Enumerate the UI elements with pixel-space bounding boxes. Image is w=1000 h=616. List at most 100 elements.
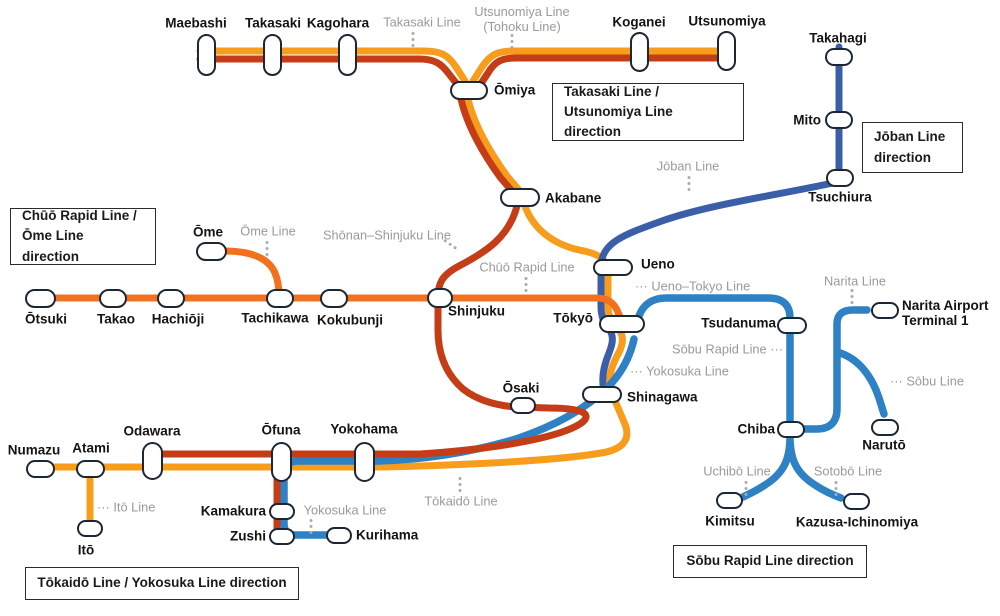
leader-dots-icon (687, 176, 691, 192)
station-label: Shinagawa (627, 389, 698, 405)
leader-dots-icon (744, 481, 748, 497)
leader-dot (850, 295, 854, 299)
station-label: Narita Airport Terminal 1 (902, 297, 989, 328)
station-pill (196, 34, 216, 76)
leader-dot (448, 242, 453, 247)
station-pill (157, 288, 185, 308)
leader-dots-icon (309, 519, 313, 535)
leader-dot (524, 277, 528, 280)
station-pill (716, 31, 736, 71)
line-label: Ōme Line (240, 223, 296, 239)
station-label: Odawara (123, 423, 181, 439)
station-pill (871, 418, 899, 436)
leader-dot (850, 289, 854, 292)
route-ueno-tokyo-tokaido-line (28, 95, 631, 471)
station-label: Ōtsuki (24, 311, 68, 327)
station-label: Akabane (545, 190, 602, 206)
station-label: Ueno (641, 256, 675, 272)
station-label: Takao (96, 311, 136, 327)
leader-dot (834, 481, 838, 484)
line-label: Yokosuka Line (303, 502, 387, 518)
leader-dot (524, 283, 528, 287)
direction-box: Chūō Rapid Line / Ōme Line direction (10, 208, 156, 265)
station-pill (593, 258, 633, 276)
station-pill (141, 442, 163, 480)
station-pill (99, 288, 127, 308)
line-label: Narita Line (824, 273, 886, 289)
station-pill (262, 34, 282, 76)
line-label: Sotobō Line (813, 463, 883, 479)
station-label: Maebashi (165, 15, 227, 31)
leader-dot (687, 182, 691, 186)
route-chuo-rapid-line (28, 294, 624, 321)
station-label: Ōme (192, 224, 224, 240)
line-label: ··· Yokosuka Line (630, 363, 729, 379)
leader-dot (411, 38, 415, 42)
direction-box-line: Chūō Rapid Line / (22, 208, 137, 224)
station-pill (510, 396, 536, 414)
station-pill (77, 519, 103, 537)
line-label: Takasaki Line (383, 14, 461, 30)
leader-dot (309, 525, 313, 529)
route-takasaki-utsunomiya-line-red (196, 54, 732, 92)
station-label: Numazu (7, 442, 61, 458)
station-pill (500, 187, 540, 207)
leader-dots-icon (265, 241, 269, 257)
leader-dot (458, 489, 462, 493)
leader-dot (510, 46, 514, 50)
direction-box-line: Tōkaidō Line / Yokosuka Line direction (37, 575, 287, 591)
station-label: Tōkyō (553, 310, 593, 326)
leader-dot (834, 487, 838, 491)
direction-box-line: direction (874, 149, 932, 165)
station-label: Kagohara (306, 15, 370, 31)
station-pill (842, 492, 870, 510)
station-pill (826, 169, 854, 187)
leader-dot (458, 483, 462, 487)
leader-dot (411, 32, 415, 35)
leader-dots-icon (524, 277, 528, 293)
station-label: Kazusa-Ichinomiya (795, 514, 919, 530)
route-takasaki-utsunomiya-line-orange (196, 47, 732, 85)
station-pill (337, 34, 357, 76)
station-label: Kurihama (356, 527, 419, 543)
line-label: Tōkaidō Line (424, 493, 498, 509)
station-pill (777, 420, 805, 438)
line-label: ··· Ueno–Tokyo Line (635, 278, 751, 294)
line-label: Jōban Line (656, 158, 720, 174)
station-label: Koganei (612, 14, 666, 30)
station-pill (715, 491, 743, 509)
line-label: Uchibō Line (703, 463, 771, 479)
direction-box: Sōbu Rapid Line direction (673, 545, 867, 578)
leader-dot (265, 253, 269, 257)
leader-dots-icon (834, 481, 838, 497)
station-label: Tsuchiura (808, 189, 872, 205)
leader-dot (834, 493, 838, 497)
direction-box-line: Sōbu Rapid Line direction (686, 553, 854, 569)
direction-box-line: Takasaki Line / (564, 83, 660, 99)
line-label: ··· Itō Line (97, 499, 156, 515)
station-label: Shinjuku (448, 303, 505, 319)
station-pill (320, 288, 348, 308)
line-label: ··· Sōbu Line (890, 373, 964, 389)
station-pill (629, 32, 649, 72)
leader-dots-icon (458, 477, 462, 493)
station-pill (599, 315, 645, 333)
leader-dot (850, 301, 854, 305)
direction-box: Takasaki Line /Utsunomiya Line direction (552, 83, 744, 141)
station-pill (582, 385, 622, 403)
leader-dot (265, 247, 269, 251)
station-pill (75, 460, 105, 478)
station-pill (353, 442, 375, 482)
leader-dot (458, 477, 462, 480)
station-label: Narutō (862, 437, 906, 453)
station-label: Kimitsu (705, 513, 755, 529)
station-label: Tsudanuma (701, 315, 776, 331)
leader-dot (744, 487, 748, 491)
leader-dot (265, 241, 269, 244)
leader-dot (524, 289, 528, 293)
direction-box-line: Jōban Line (874, 129, 946, 145)
station-pill (825, 111, 853, 129)
direction-box-line: Ōme Line direction (22, 228, 84, 264)
leader-dot (443, 238, 448, 243)
leader-dot (744, 493, 748, 497)
